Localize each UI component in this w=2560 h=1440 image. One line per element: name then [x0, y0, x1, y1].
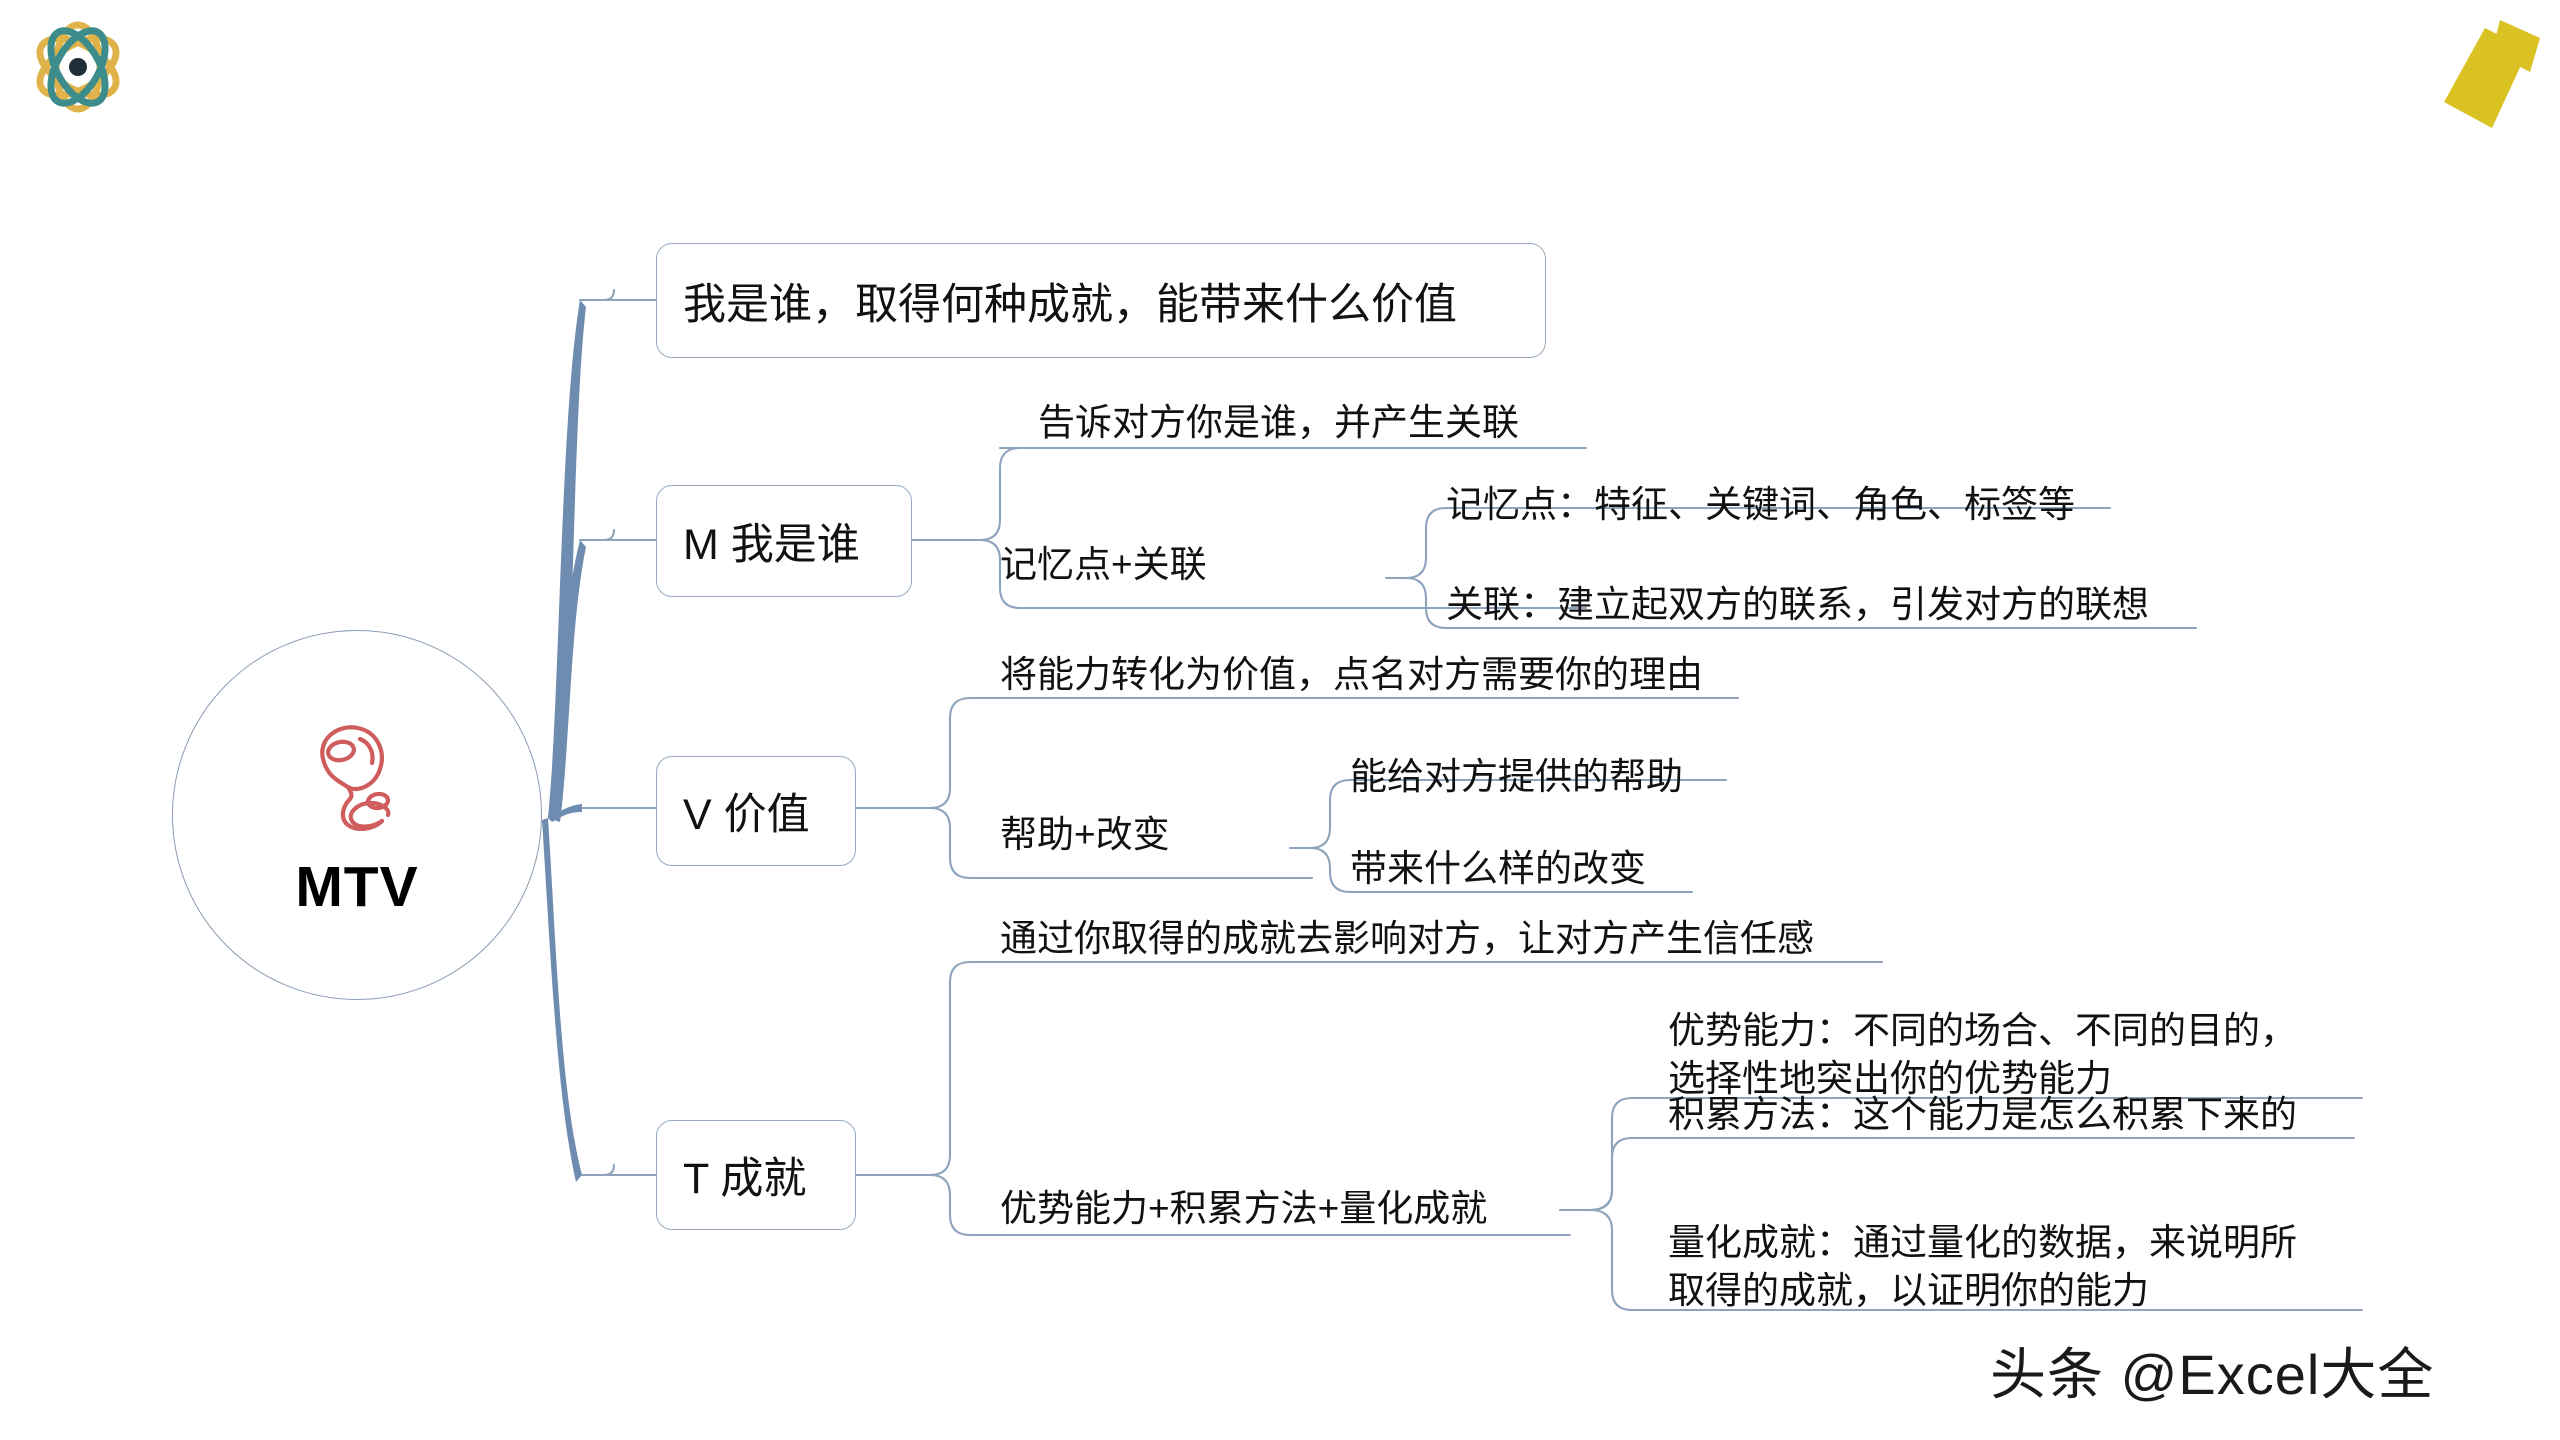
node-v-label: V 价值	[683, 791, 810, 839]
node-m-grandchild-0[interactable]: 记忆点：特征、关键词、角色、标签等	[1446, 472, 2126, 528]
node-m-label: M 我是谁	[683, 521, 860, 569]
atom-icon	[18, 12, 138, 122]
node-t-grandchild-0-label: 优势能力：不同的场合、不同的目的， 选择性地突出你的优势能力	[1668, 1010, 2297, 1099]
node-m-grandchild-0-label: 记忆点：特征、关键词、角色、标签等	[1446, 483, 2075, 525]
sticky-note-icon	[2380, 0, 2550, 140]
node-t-grandchild-2[interactable]: 量化成就：通过量化的数据，来说明所 取得的成就，以证明你的能力	[1668, 1222, 2388, 1314]
node-t-child-1-label: 优势能力+积累方法+量化成就	[1000, 1187, 1488, 1229]
node-v-child-0[interactable]: 将能力转化为价值，点名对方需要你的理由	[1000, 636, 1760, 698]
node-v-grandchild-1[interactable]: 带来什么样的改变	[1350, 834, 1730, 892]
node-t-child-0[interactable]: 通过你取得的成就去影响对方，让对方产生信任感	[1000, 900, 1900, 962]
node-headline[interactable]: 我是谁，取得何种成就，能带来什么价值	[656, 243, 1546, 358]
root-label: MTV	[295, 854, 419, 919]
node-t-grandchild-1-label: 积累方法：这个能力是怎么积累下来的	[1668, 1093, 2297, 1135]
node-v-grandchild-0[interactable]: 能给对方提供的帮助	[1350, 744, 1750, 800]
node-v-grandchild-0-label: 能给对方提供的帮助	[1350, 755, 1683, 797]
node-m-child-0[interactable]: 告诉对方你是谁，并产生关联	[1038, 384, 1598, 446]
node-t[interactable]: T 成就	[656, 1120, 856, 1230]
node-headline-label: 我是谁，取得何种成就，能带来什么价值	[683, 280, 1457, 329]
node-t-grandchild-1[interactable]: 积累方法：这个能力是怎么积累下来的	[1668, 1082, 2368, 1138]
node-m-grandchild-1[interactable]: 关联：建立起双方的联系，引发对方的联想	[1446, 562, 2206, 628]
node-t-child-1[interactable]: 优势能力+积累方法+量化成就	[1000, 1172, 1580, 1232]
node-v-child-1-label: 帮助+改变	[1000, 813, 1170, 855]
node-t-grandchild-2-label: 量化成就：通过量化的数据，来说明所 取得的成就，以证明你的能力	[1668, 1222, 2297, 1311]
node-v[interactable]: V 价值	[656, 756, 856, 866]
node-v-grandchild-1-label: 带来什么样的改变	[1350, 847, 1646, 889]
node-m[interactable]: M 我是谁	[656, 485, 912, 597]
balloon-sketch-icon	[320, 724, 391, 831]
root-node[interactable]: MTV	[172, 630, 542, 1000]
node-t-child-0-label: 通过你取得的成就去影响对方，让对方产生信任感	[1000, 917, 1814, 959]
node-v-child-1[interactable]: 帮助+改变	[1000, 798, 1340, 858]
node-t-grandchild-0[interactable]: 优势能力：不同的场合、不同的目的， 选择性地突出你的优势能力	[1668, 1010, 2388, 1102]
node-m-grandchild-1-label: 关联：建立起双方的联系，引发对方的联想	[1446, 583, 2149, 625]
node-m-child-0-label: 告诉对方你是谁，并产生关联	[1038, 401, 1519, 443]
node-t-label: T 成就	[683, 1155, 807, 1203]
node-m-child-1[interactable]: 记忆点+关联	[1000, 528, 1400, 588]
node-v-child-0-label: 将能力转化为价值，点名对方需要你的理由	[1000, 653, 1703, 695]
watermark: 头条 @Excel大全	[1990, 1343, 2435, 1406]
node-m-child-1-label: 记忆点+关联	[1000, 543, 1207, 585]
